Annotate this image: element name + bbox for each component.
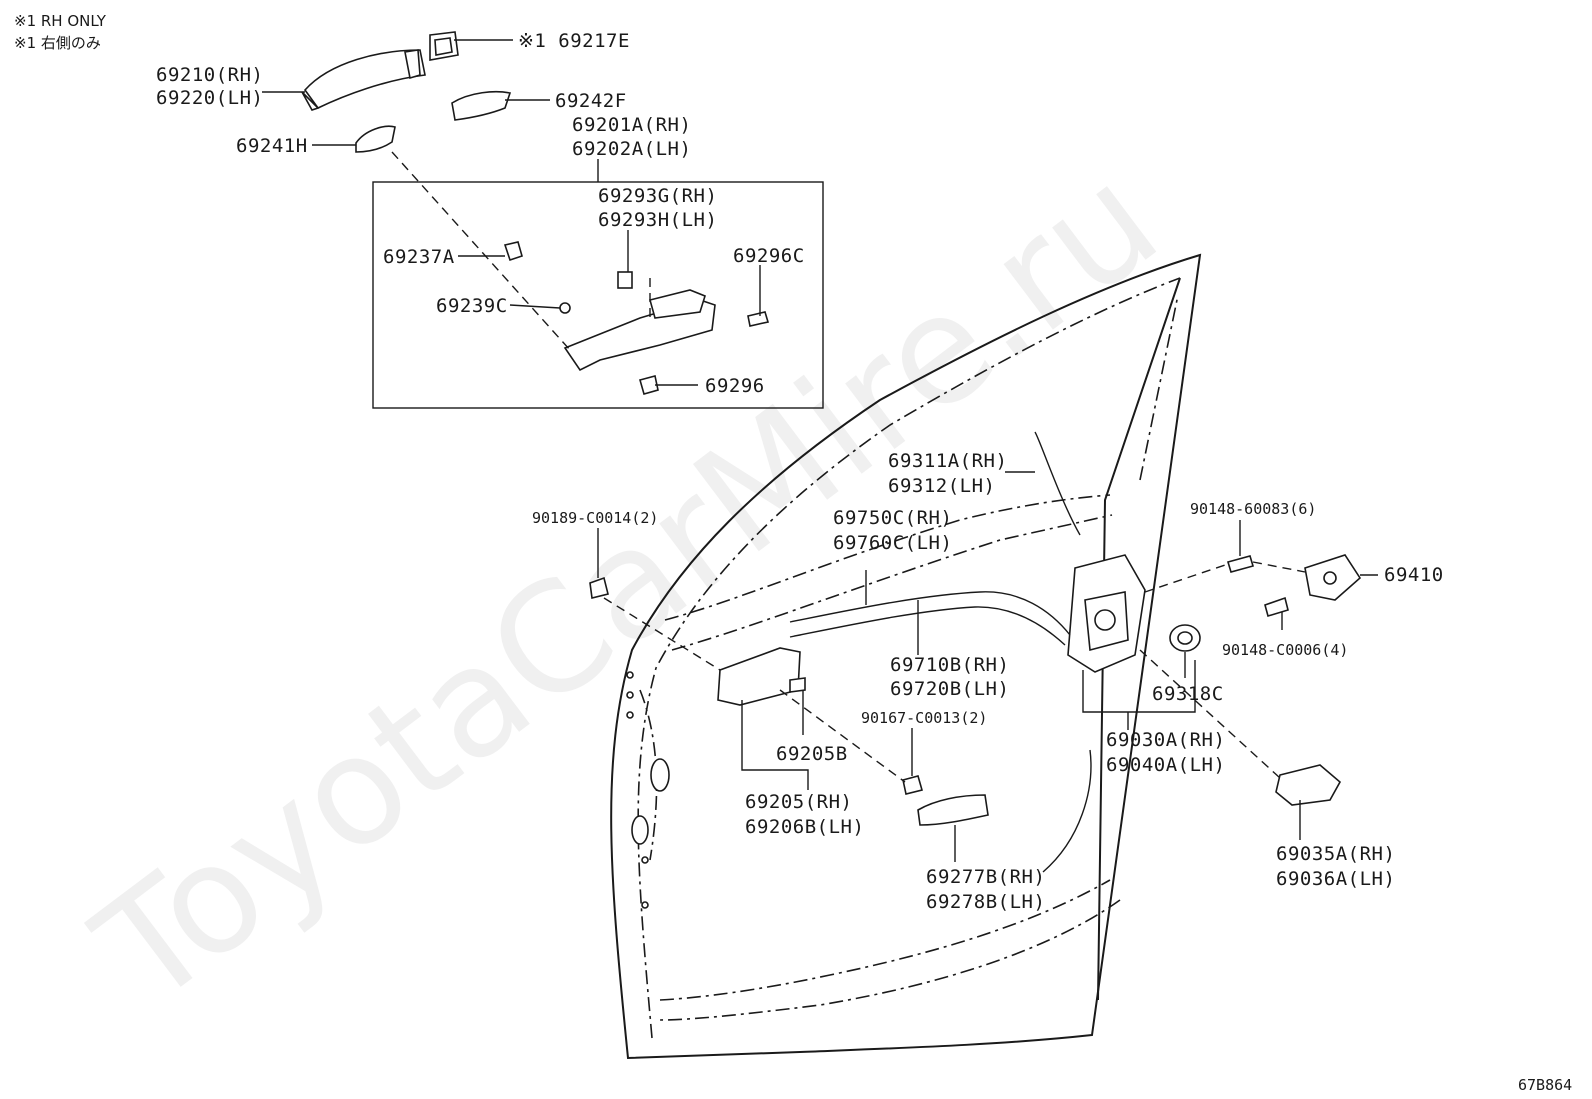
label-90148-c0006: 90148-C0006(4) — [1222, 641, 1348, 659]
label-69241h: 69241H — [236, 135, 308, 157]
note-rh-only: ※1 RH ONLY — [14, 12, 107, 30]
lock-cover-drawing — [1275, 764, 1342, 806]
label-69410: 69410 — [1384, 564, 1444, 586]
label-69237a: 69237A — [383, 246, 455, 268]
label-69296: 69296 — [705, 375, 765, 397]
inside-handle-drawing — [717, 647, 806, 706]
label-69206b-lh: 69206B(LH) — [745, 816, 864, 838]
label-69036a-lh: 69036A(LH) — [1276, 868, 1395, 890]
inside-handle-bezel-drawing — [917, 794, 989, 826]
label-69750c-rh: 69750C(RH) — [833, 507, 952, 529]
striker-drawing — [1304, 554, 1362, 601]
label-69035a-rh: 69035A(RH) — [1276, 843, 1395, 865]
label-69205b: 69205B — [776, 743, 848, 765]
lock-cables-drawing — [789, 591, 1071, 646]
leader-lines — [262, 39, 1378, 873]
label-69318c: 69318C — [1152, 683, 1224, 705]
handle-pad-drawing — [451, 90, 512, 121]
outside-handle-drawing — [301, 49, 426, 111]
handle-frame-drawing — [503, 241, 770, 395]
label-69242f: 69242F — [555, 90, 627, 112]
assembly-lines — [391, 151, 1306, 783]
label-69210-rh: 69210(RH) — [156, 64, 263, 86]
label-69205-rh: 69205(RH) — [745, 791, 852, 813]
cable-rod-drawing — [1034, 431, 1081, 536]
handle-cover-drawing — [429, 31, 459, 61]
label-69239c: 69239C — [436, 295, 508, 317]
door-shell — [610, 253, 1202, 1060]
label-69293g-rh: 69293G(RH) — [598, 185, 717, 207]
label-69202a-lh: 69202A(LH) — [572, 138, 691, 160]
label-69296c: 69296C — [733, 245, 805, 267]
note-rh-only-jp: ※1 右側のみ — [14, 34, 101, 52]
label-69311a-rh: 69311A(RH) — [888, 450, 1007, 472]
label-90189-c0014: 90189-C0014(2) — [532, 509, 658, 527]
screws-drawing — [589, 555, 1289, 795]
label-69040a-lh: 69040A(LH) — [1106, 754, 1225, 776]
label-69201a-rh: 69201A(RH) — [572, 114, 691, 136]
label-69217e: ※1 69217E — [518, 30, 630, 52]
label-69312-lh: 69312(LH) — [888, 475, 995, 497]
diagram-code: 67B864 — [1518, 1076, 1572, 1094]
label-90167-c0013: 90167-C0013(2) — [861, 709, 987, 727]
label-69220-lh: 69220(LH) — [156, 87, 263, 109]
grommet-drawing — [1169, 624, 1201, 652]
label-69760c-lh: 69760C(LH) — [833, 532, 952, 554]
label-69710b-rh: 69710B(RH) — [890, 654, 1009, 676]
label-69277b-rh: 69277B(RH) — [926, 866, 1045, 888]
handle-pad-rear-drawing — [355, 125, 396, 153]
label-69278b-lh: 69278B(LH) — [926, 891, 1045, 913]
label-69293h-lh: 69293H(LH) — [598, 209, 717, 231]
label-90148-60083: 90148-60083(6) — [1190, 500, 1316, 518]
label-69030a-rh: 69030A(RH) — [1106, 729, 1225, 751]
label-69720b-lh: 69720B(LH) — [890, 678, 1009, 700]
door-lock-drawing — [1067, 554, 1146, 673]
